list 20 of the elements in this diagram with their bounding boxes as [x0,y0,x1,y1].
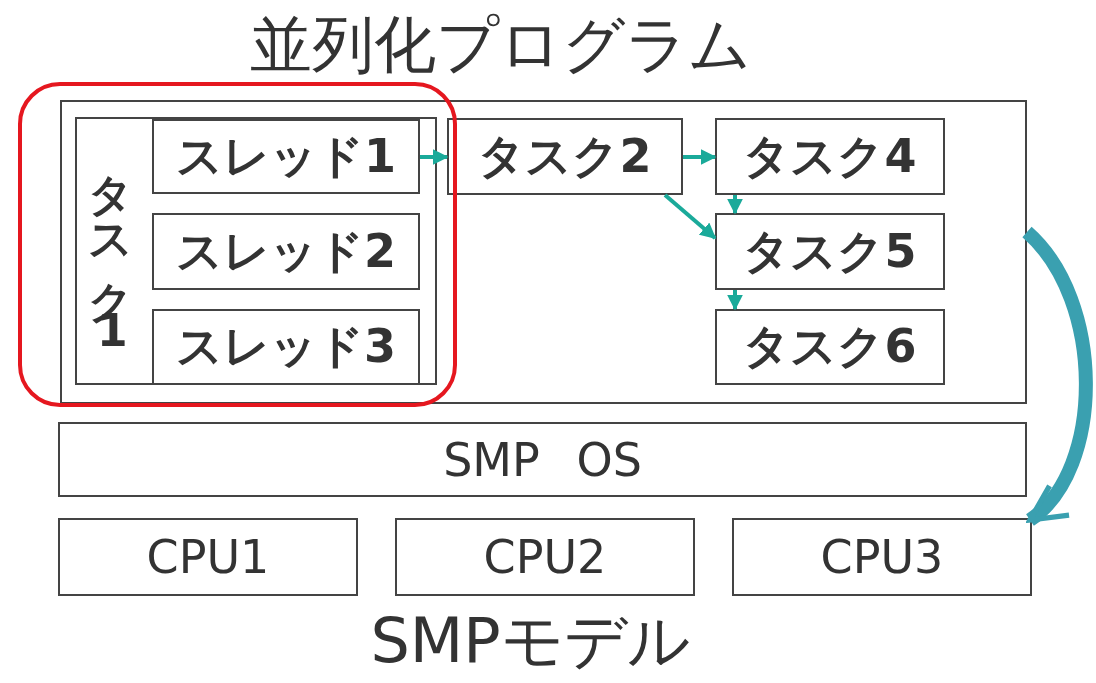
task-box: タスク5 [715,213,945,290]
cpu-box: CPU2 [395,518,695,596]
thread-box: スレッド2 [152,213,420,290]
task-box: タスク2 [447,118,683,195]
cpu-box: CPU1 [58,518,358,596]
title: 並列化プログラム [249,8,751,81]
program-box [60,100,1027,404]
arrow [663,193,717,240]
curved-arrow [1021,227,1093,526]
arrow [727,290,743,311]
arrow [420,149,449,165]
os-layer-box: SMP OS [58,422,1027,497]
task-box: タスク6 [715,309,945,385]
arrow [683,149,717,165]
thread-box: スレッド1 [152,119,420,194]
caption: SMPモデル [370,604,690,677]
cpu-box: CPU3 [732,518,1032,596]
task-box: タスク4 [715,118,945,195]
thread-box: スレッド3 [152,309,420,385]
arrow [727,195,743,215]
